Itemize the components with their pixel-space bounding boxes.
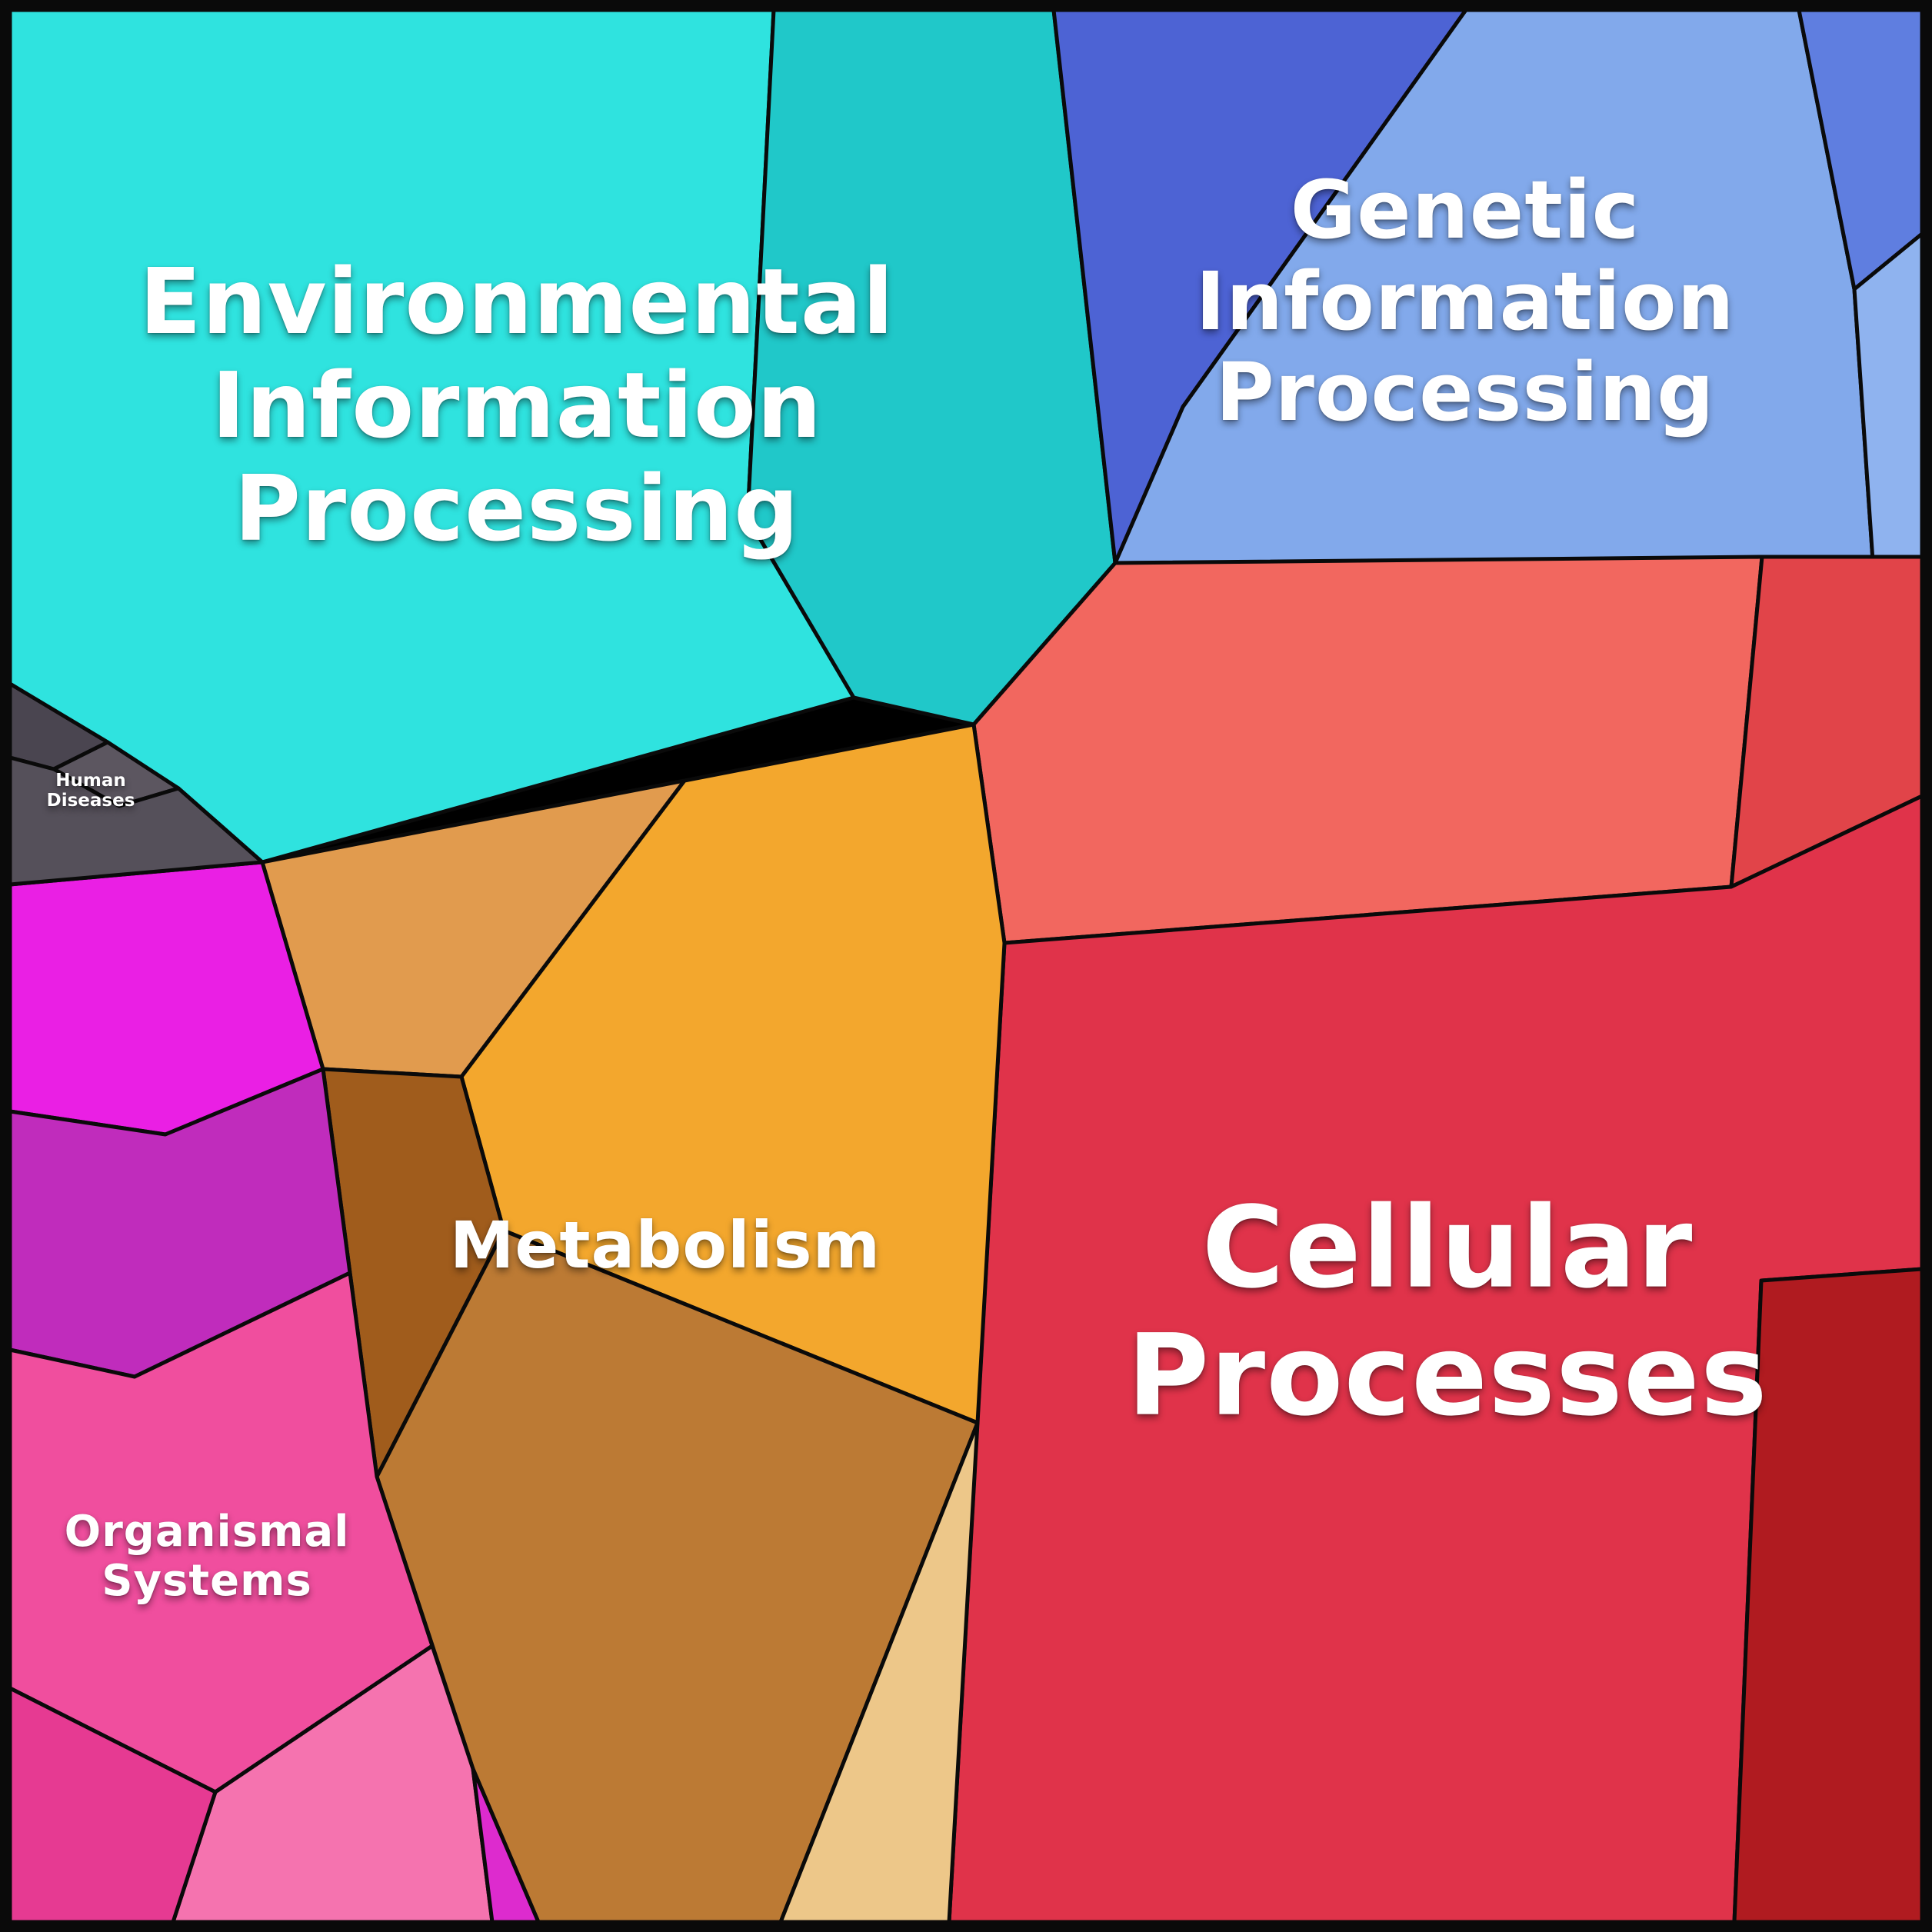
cell-environmental-info-processing-left bbox=[8, 8, 856, 864]
cell-cellular-processes-salmon bbox=[971, 555, 1764, 945]
cell-cellular-processes-darkred bbox=[1732, 1267, 1924, 1924]
